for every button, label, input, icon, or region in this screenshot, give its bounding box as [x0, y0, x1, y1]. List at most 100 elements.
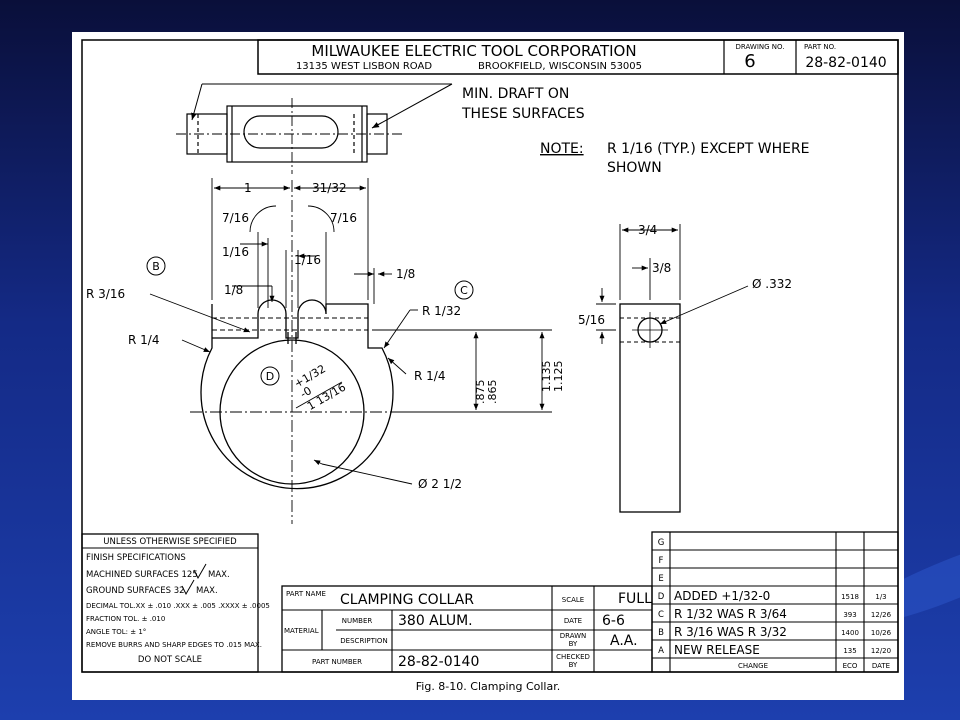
- part-number-label: PART NUMBER: [312, 658, 362, 666]
- spec-heading: UNLESS OTHERWISE SPECIFIED: [103, 537, 237, 547]
- revision-row: E: [658, 574, 663, 584]
- svg-text:B: B: [152, 260, 160, 273]
- bore-dimension: +1/32 -0 1 13/16: [292, 362, 348, 413]
- company-name: MILWAUKEE ELECTRIC TOOL CORPORATION: [311, 42, 636, 60]
- rev-letter: C: [658, 610, 664, 620]
- dim-7-16-left: 7/16: [222, 211, 249, 225]
- spec-burrs: REMOVE BURRS AND SHARP EDGES TO .015 MAX…: [86, 641, 262, 649]
- rev-change: R 1/32 WAS R 3/64: [674, 607, 787, 621]
- rev-letter: B: [658, 628, 664, 638]
- dim-1-16-left: 1/16: [222, 245, 249, 259]
- dim-3-4: 3/4: [638, 223, 657, 237]
- drawing-no: 6: [744, 51, 755, 72]
- dim-dia-2-1-2: Ø 2 1/2: [418, 477, 462, 491]
- tolerance-spec-box: UNLESS OTHERWISE SPECIFIED FINISH SPECIF…: [81, 533, 270, 673]
- engineering-drawing: MILWAUKEE ELECTRIC TOOL CORPORATION 1313…: [81, 39, 899, 673]
- callout-b: B: [146, 256, 166, 276]
- drawn-by-label-1: DRAWN: [560, 632, 587, 640]
- rev-letter: A: [658, 646, 664, 656]
- revision-row: A NEW RELEASE 135 12/20: [658, 643, 891, 657]
- callout-c: C: [454, 280, 474, 300]
- eco-column-label: ECO: [843, 662, 858, 670]
- dim-1: 1: [244, 181, 252, 195]
- company-city: BROOKFIELD, WISCONSIN 53005: [478, 61, 642, 72]
- rev-eco: 1518: [841, 593, 859, 601]
- spec-ground: GROUND SURFACES 32: [86, 586, 185, 596]
- callout-d: D: [260, 366, 280, 386]
- rev-eco: 135: [843, 647, 856, 655]
- dim-r-1-4-right: R 1/4: [414, 369, 445, 383]
- top-view: [176, 83, 453, 174]
- note-label: NOTE:: [540, 141, 584, 157]
- svg-text:D: D: [266, 370, 274, 383]
- revision-row: G: [658, 538, 665, 548]
- rev-eco: 1400: [841, 629, 859, 637]
- dim-1125: 1.125: [552, 361, 565, 393]
- rev-change: NEW RELEASE: [674, 643, 760, 657]
- drawn-by-label-2: BY: [569, 640, 578, 648]
- rev-change: ADDED +1/32-0: [674, 589, 770, 603]
- rev-letter: D: [658, 592, 665, 602]
- tol-plus: +1/32: [292, 362, 328, 390]
- spec-machined-max: MAX.: [208, 570, 230, 580]
- dim-r-1-32: R 1/32: [422, 304, 461, 318]
- scale-value: FULL: [618, 591, 652, 607]
- rev-letter: G: [658, 538, 665, 548]
- date-value: 6-6: [602, 613, 625, 629]
- part-number: 28-82-0140: [398, 654, 479, 670]
- dim-1135: 1.135: [540, 361, 553, 393]
- drawn-by: A.A.: [610, 633, 638, 649]
- checked-by-label-1: CHECKED: [556, 653, 590, 661]
- figure-caption: Fig. 8-10. Clamping Collar.: [415, 680, 561, 693]
- dim-r-1-4-left: R 1/4: [128, 333, 159, 347]
- description-label: DESCRIPTION: [340, 637, 387, 645]
- scale-label: SCALE: [562, 596, 584, 604]
- number-label: NUMBER: [342, 617, 373, 625]
- revision-row: F: [659, 556, 664, 566]
- drawing-no-label: DRAWING NO.: [736, 43, 785, 51]
- spec-decimal: DECIMAL TOL.XX ± .010 .XXX ± .005 .XXXX …: [86, 602, 270, 610]
- spec-do-not-scale: DO NOT SCALE: [138, 655, 202, 665]
- revision-row: B R 3/16 WAS R 3/32 1400 10/26: [658, 625, 892, 639]
- dim-r-3-16: R 3/16: [86, 287, 125, 301]
- checked-by-label-2: BY: [569, 661, 578, 669]
- dim-1-8-left: 1/8: [224, 283, 243, 297]
- material-number: 380 ALUM.: [398, 613, 473, 629]
- dim-875: .875: [474, 380, 487, 405]
- drawing-sheet: MILWAUKEE ELECTRIC TOOL CORPORATION 1313…: [72, 32, 904, 700]
- company-street: 13135 WEST LISBON ROAD: [296, 61, 432, 72]
- date-column-label: DATE: [872, 662, 890, 670]
- svg-text:C: C: [460, 284, 468, 297]
- dim-dia-332: Ø .332: [752, 277, 792, 291]
- rev-change: R 3/16 WAS R 3/32: [674, 625, 787, 639]
- dim-31-32: 31/32: [312, 181, 347, 195]
- spec-finish: FINISH SPECIFICATIONS: [86, 553, 186, 563]
- spec-ground-max: MAX.: [196, 586, 218, 596]
- rev-letter: E: [658, 574, 663, 584]
- sheet-border: [81, 39, 899, 673]
- revision-row: C R 1/32 WAS R 3/64 393 12/26: [658, 607, 892, 621]
- rev-date: 1/3: [875, 593, 886, 601]
- dim-5-16: 5/16: [578, 313, 605, 327]
- spec-machined: MACHINED SURFACES 125: [86, 570, 198, 580]
- part-no-label: PART NO.: [804, 43, 836, 51]
- revision-row: D ADDED +1/32-0 1518 1/3: [658, 589, 887, 603]
- rev-date: 12/26: [871, 611, 892, 619]
- rev-date: 10/26: [871, 629, 892, 637]
- spec-angle: ANGLE TOL: ± 1°: [86, 628, 146, 636]
- dim-1-16-right: 1/16: [294, 253, 321, 267]
- part-info-box: [281, 585, 653, 673]
- front-view: [190, 180, 402, 524]
- side-view-dimensions: [596, 224, 749, 344]
- change-column-label: CHANGE: [738, 662, 768, 670]
- note-line2: SHOWN: [607, 160, 662, 176]
- rev-letter: F: [659, 556, 664, 566]
- part-name: CLAMPING COLLAR: [340, 592, 474, 608]
- part-name-label: PART NAME: [286, 590, 326, 598]
- date-label: DATE: [564, 617, 582, 625]
- rev-date: 12/20: [871, 647, 891, 655]
- material-label: MATERIAL: [284, 627, 319, 635]
- dim-865: .865: [486, 380, 499, 405]
- front-view-dimensions: [149, 178, 552, 485]
- dim-1-8-right: 1/8: [396, 267, 415, 281]
